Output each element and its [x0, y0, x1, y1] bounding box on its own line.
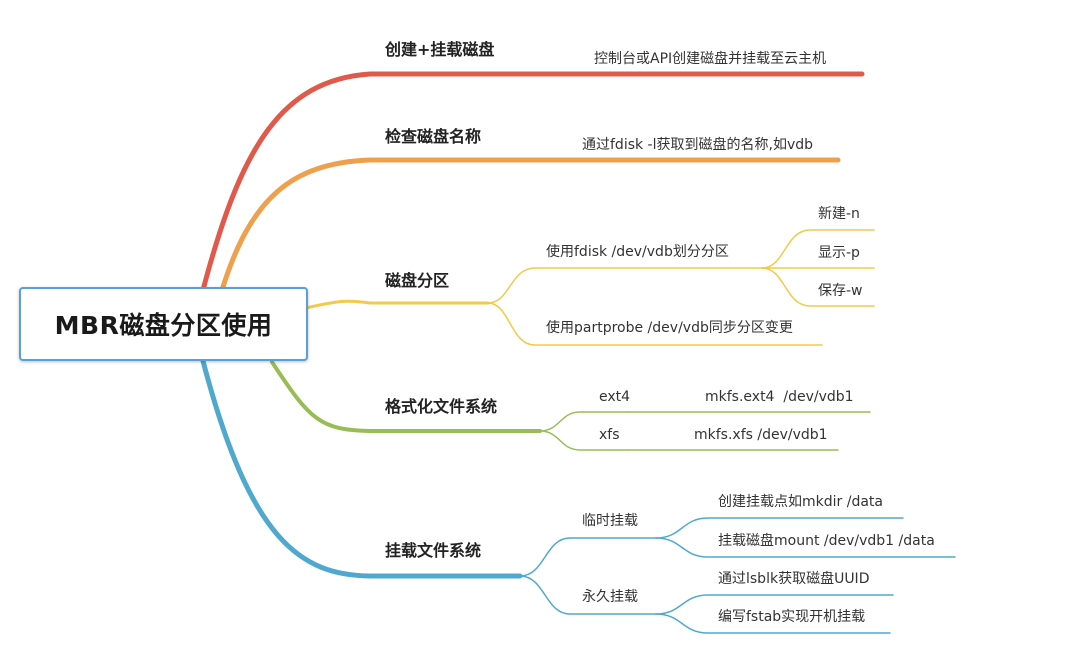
node-console-api[interactable]: 控制台或API创建磁盘并挂载至云主机 [594, 51, 827, 67]
connector-save [761, 267, 875, 307]
node-mkfs-xfs[interactable]: mkfs.xfs /dev/vdb1 [694, 427, 828, 443]
connector-perm-mount [519, 575, 657, 615]
node-format-fs[interactable]: 格式化文件系统 [385, 397, 498, 416]
node-partprobe[interactable]: 使用partprobe /dev/vdb同步分区变更 [546, 320, 793, 336]
branch-connector-blue [200, 358, 523, 579]
node-xfs[interactable]: xfs [599, 427, 620, 443]
branch-connector-red [200, 71, 865, 293]
node-show-p[interactable]: 显示-p [818, 245, 860, 261]
connector-fdisk [487, 267, 763, 304]
node-perm-mount[interactable]: 永久挂载 [582, 589, 638, 605]
branch-connector-green [270, 360, 542, 433]
branch-connector-orange [219, 157, 841, 293]
connector-ext4 [539, 411, 629, 432]
connector-new [761, 229, 875, 269]
node-lsblk[interactable]: 通过lsblk获取磁盘UUID [718, 571, 870, 587]
node-fstab[interactable]: 编写fstab实现开机挂载 [718, 609, 866, 625]
node-fdisk-l[interactable]: 通过fdisk -l获取到磁盘的名称,如vdb [582, 137, 814, 153]
node-disk-partition[interactable]: 磁盘分区 [385, 271, 450, 290]
connector-fstab [655, 613, 891, 634]
connector-xfs [539, 430, 629, 451]
node-mkdir[interactable]: 创建挂载点如mkdir /data [718, 494, 883, 510]
node-save-w[interactable]: 保存-w [818, 283, 863, 299]
node-temp-mount[interactable]: 临时挂载 [582, 513, 638, 529]
connector-mount [655, 537, 956, 558]
node-new-n[interactable]: 新建-n [818, 206, 860, 222]
root-node-label: MBR磁盘分区使用 [54, 311, 273, 340]
node-fdisk-vdb[interactable]: 使用fdisk /dev/vdb划分分区 [546, 244, 729, 260]
branch-connector-yellow [304, 299, 490, 310]
node-check-disk-name[interactable]: 检查磁盘名称 [385, 127, 482, 146]
connector-temp-mount [519, 537, 657, 577]
node-mount-fs[interactable]: 挂载文件系统 [385, 541, 482, 560]
node-mkfs-ext4[interactable]: mkfs.ext4 /dev/vdb1 [705, 389, 854, 405]
node-mount-cmd[interactable]: 挂载磁盘mount /dev/vdb1 /data [718, 533, 935, 549]
node-create-mount[interactable]: 创建+挂载磁盘 [385, 40, 495, 59]
node-ext4[interactable]: ext4 [599, 389, 631, 405]
connector-partprobe [487, 302, 823, 346]
connector-lsblk [655, 594, 894, 615]
root-node[interactable]: MBR磁盘分区使用 [19, 287, 308, 361]
connector-mkdir [655, 517, 904, 539]
